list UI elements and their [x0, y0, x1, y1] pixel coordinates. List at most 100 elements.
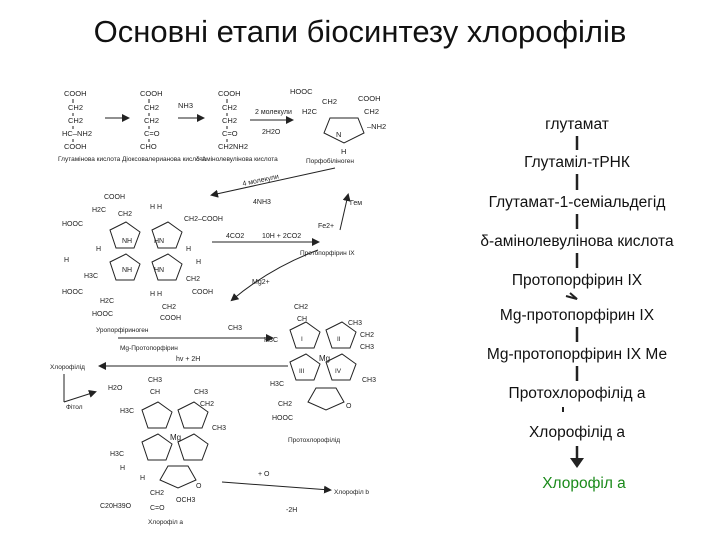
svg-text:CH2: CH2: [186, 276, 200, 283]
svg-text:CH2: CH2: [200, 401, 214, 408]
svg-text:CH: CH: [297, 316, 307, 323]
svg-text:COOH: COOH: [160, 315, 181, 322]
svg-text:COOH: COOH: [358, 94, 381, 103]
uroporphyrinogen-structure: COOH H2C CH2 HOOC H H CH2–COOH NH HN NH …: [62, 194, 223, 322]
ala-label: δ-Амінолевулінова кислота: [196, 155, 278, 163]
svg-text:H3C: H3C: [84, 273, 98, 280]
protochlorophyllide-structure: CH2 CH CH3 CH2 H3C CH3 Mg I II III IV H3…: [264, 304, 376, 422]
chlorophyll-b-label: Хлорофіл b: [334, 488, 369, 496]
svg-text:CH2: CH2: [222, 103, 237, 112]
plus-o-label: + O: [258, 471, 270, 478]
svg-text:H H: H H: [150, 291, 162, 298]
svg-text:Mg: Mg: [319, 354, 330, 363]
ten-h-label: 10H + 2CO2: [262, 233, 301, 240]
svg-text:COOH: COOH: [140, 89, 163, 98]
chlorophyll-a-label: Хлорофіл a: [148, 518, 183, 526]
svg-text:CH2: CH2: [162, 304, 176, 311]
step-chlorophyll-a: Хлорофіл a: [542, 475, 626, 492]
step-protochlorophyllide-a: Протохлорофілід a: [509, 385, 646, 402]
mg-protoporphyrin-label: Mg-Протопорфірин: [120, 344, 178, 352]
svg-text:CH2NH2: CH2NH2: [218, 142, 248, 151]
porphobilinogen-label: Порфобіліноген: [306, 157, 354, 165]
svg-text:I: I: [301, 336, 303, 343]
step-mg-protoporphyrin-ix: Mg-протопорфірин ІХ: [500, 307, 655, 324]
phytol-label: Фітол: [66, 403, 83, 411]
chlorophyll-a-structure: CH3 CH CH3 CH2 H3C Mg CH3 H3C H H O CH2 …: [110, 377, 226, 512]
svg-text:COOH: COOH: [64, 142, 87, 151]
ch3-label: CH3: [228, 325, 242, 332]
porphobilinogen-structure: HOOC CH2 COOH H2C CH2 H N –NH2: [290, 87, 386, 156]
h2o-label: H2O: [108, 385, 123, 392]
svg-text:NH: NH: [122, 238, 132, 245]
svg-text:H: H: [64, 257, 69, 264]
step-ala: δ-амінолевулінова кислота: [480, 233, 674, 250]
svg-text:H2C: H2C: [100, 298, 114, 305]
two-h2o-label: 2H2O: [262, 129, 281, 136]
svg-text:CH3: CH3: [148, 377, 162, 384]
svg-text:H2C: H2C: [302, 107, 318, 116]
step-glutamate: глутамат: [545, 116, 609, 133]
svg-text:COOH: COOH: [192, 289, 213, 296]
svg-text:C=O: C=O: [144, 129, 160, 138]
svg-text:CHO: CHO: [140, 142, 157, 151]
step-glutamate-semialdehyde: Глутамат-1-семіальдегід: [489, 194, 666, 211]
svg-text:COOH: COOH: [64, 89, 87, 98]
svg-text:OCH3: OCH3: [176, 497, 196, 504]
svg-text:N: N: [336, 130, 341, 139]
svg-text:H: H: [186, 246, 191, 253]
svg-text:H: H: [140, 475, 145, 482]
svg-text:CH2: CH2: [68, 103, 83, 112]
svg-text:H3C: H3C: [110, 451, 124, 458]
step-arrow: [565, 292, 578, 300]
four-nh3-label: 4NH3: [253, 199, 271, 206]
dioxovaleric-acid-structure: COOH CH2 CH2 C=O CHO: [140, 89, 163, 151]
svg-text:CH2: CH2: [68, 116, 83, 125]
svg-text:CH2: CH2: [222, 116, 237, 125]
mg-label: Mg2+: [252, 279, 270, 286]
svg-text:H: H: [96, 246, 101, 253]
svg-text:CH3: CH3: [348, 320, 362, 327]
four-co2-label: 4CO2: [226, 233, 244, 240]
svg-text:CH2: CH2: [150, 490, 164, 497]
svg-text:C=O: C=O: [222, 129, 238, 138]
svg-text:H: H: [120, 465, 125, 472]
svg-text:H3C: H3C: [270, 381, 284, 388]
step-protoporphyrin-ix: Протопорфірин ІХ: [512, 272, 643, 289]
uroporphyrinogen-label: Уропорфіриноген: [96, 326, 149, 334]
svg-text:HOOC: HOOC: [62, 289, 83, 296]
svg-text:Mg: Mg: [170, 433, 181, 442]
svg-text:–NH2: –NH2: [367, 122, 386, 131]
svg-text:C=O: C=O: [150, 505, 165, 512]
svg-text:H3C: H3C: [264, 337, 278, 344]
svg-text:NH: NH: [122, 267, 132, 274]
svg-text:CH2: CH2: [118, 211, 132, 218]
svg-text:H: H: [196, 259, 201, 266]
svg-text:COOH: COOH: [104, 194, 125, 201]
svg-text:CH2: CH2: [278, 401, 292, 408]
dioxovaleric-acid-label: Діоксовалерианова кислота: [122, 155, 207, 163]
step-chlorophyllide-a: Хлорофілід a: [529, 424, 625, 441]
svg-text:H: H: [341, 147, 346, 156]
svg-text:HC–NH2: HC–NH2: [62, 129, 92, 138]
nh3-label: NH3: [178, 101, 193, 110]
svg-text:HOOC: HOOC: [62, 221, 83, 228]
step-mg-protoporphyrin-ix-me: Mg-протопорфірин ІХ Ме: [487, 346, 667, 363]
svg-text:CH: CH: [150, 389, 160, 396]
four-molecules-label: 4 молекули: [242, 173, 280, 188]
glutamic-acid-label: Глутамінова кислота: [58, 155, 121, 163]
svg-text:CH3: CH3: [362, 377, 376, 384]
svg-text:HN: HN: [154, 267, 164, 274]
svg-text:III: III: [299, 368, 305, 375]
svg-text:COOH: COOH: [218, 89, 241, 98]
svg-text:CH2: CH2: [322, 97, 337, 106]
glutamic-acid-structure: COOH CH2 CH2 HC–NH2 COOH: [62, 89, 92, 151]
svg-text:H3C: H3C: [120, 408, 134, 415]
svg-text:H2C: H2C: [92, 207, 106, 214]
protoporphyrin-ix-label: Протопорфірин IX: [300, 249, 355, 257]
svg-text:HOOC: HOOC: [290, 87, 313, 96]
chlorophyllide-label: Хлорофілід: [50, 363, 85, 371]
svg-text:CH2: CH2: [360, 332, 374, 339]
svg-text:IV: IV: [335, 368, 342, 375]
step-arrowhead: [570, 458, 584, 468]
